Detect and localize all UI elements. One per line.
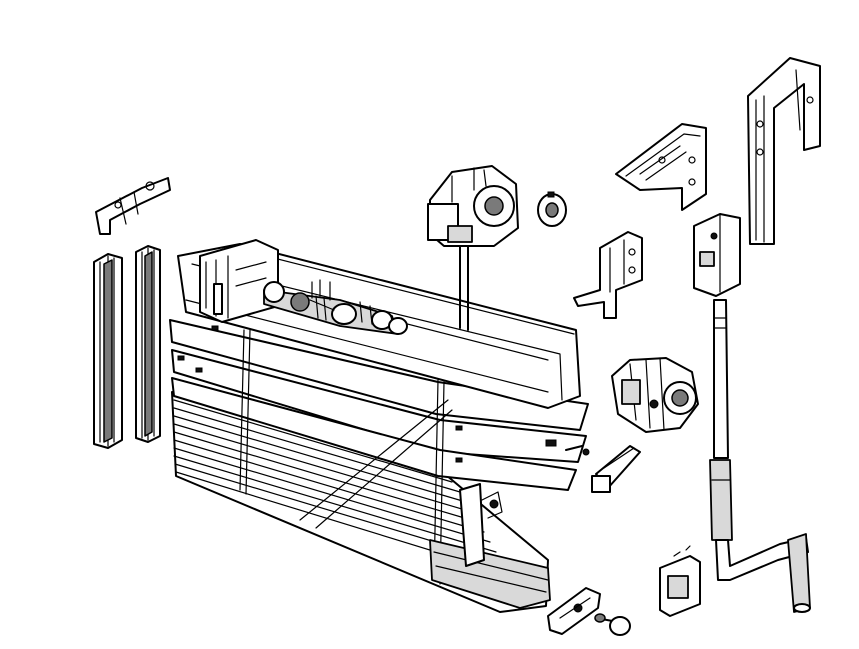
knob-pin bbox=[594, 613, 631, 636]
bracket-small bbox=[573, 231, 643, 319]
side-guide-rail-right bbox=[135, 245, 161, 443]
lock-collar bbox=[537, 191, 567, 227]
end-cap-pin bbox=[591, 445, 641, 493]
headrail-end-bracket bbox=[199, 239, 279, 323]
side-guide-rail-left bbox=[93, 253, 123, 449]
crank-handle bbox=[715, 533, 811, 613]
small-wall-clip bbox=[95, 177, 171, 235]
tilt-rod-mechanism bbox=[263, 279, 408, 335]
crank-gear-housing bbox=[693, 213, 741, 297]
slat-end-hardware bbox=[545, 439, 590, 456]
bracket-tall bbox=[747, 57, 821, 245]
bottom-rail bbox=[429, 483, 551, 609]
crank-rod bbox=[709, 299, 733, 541]
wall-holder bbox=[659, 545, 701, 617]
tilt-gear-box bbox=[427, 165, 519, 331]
bracket-angle bbox=[615, 123, 707, 211]
bottom-clip bbox=[547, 587, 601, 635]
gear-unit bbox=[611, 357, 699, 433]
